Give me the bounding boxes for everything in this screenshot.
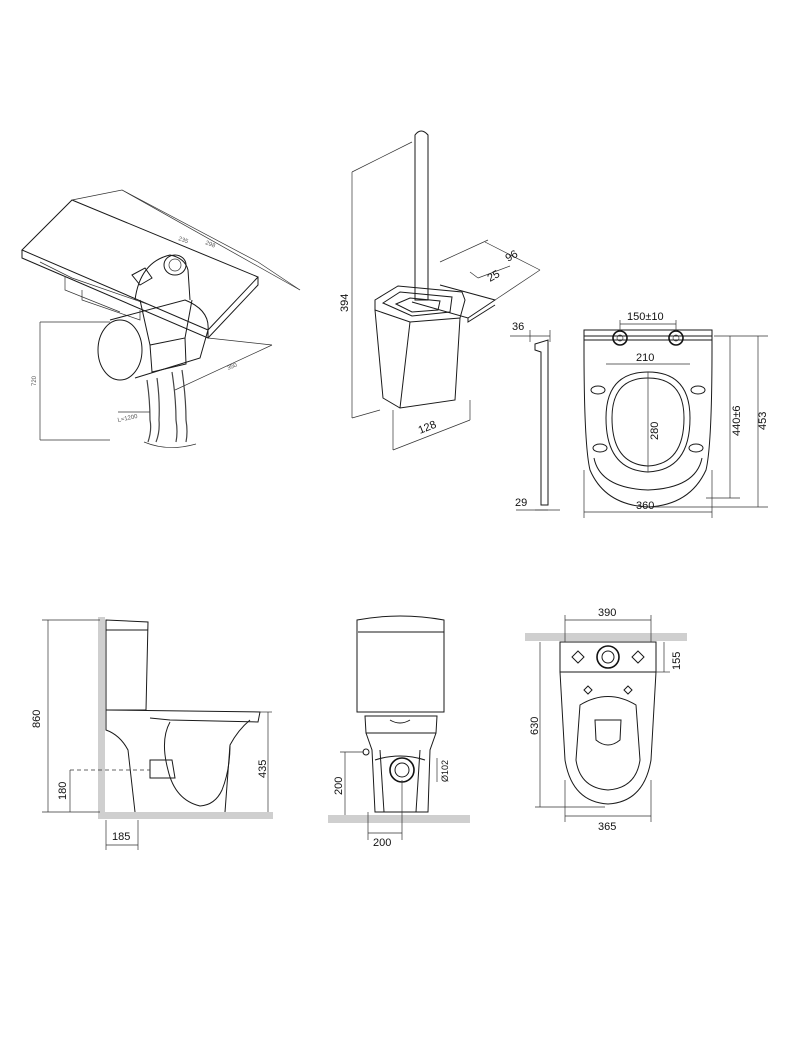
top-dim-390: 390 <box>598 607 616 619</box>
toilet-front-view: 200 Ø102 200 <box>328 615 470 849</box>
seat-drawing: 36 29 150±10 210 280 440±6 453 360 <box>510 311 769 518</box>
shower-unit-drawing: 235 298 720 350 L=1200 <box>21 189 301 448</box>
seat-dim-36: 36 <box>512 321 524 333</box>
shower-dim-298: 298 <box>204 240 216 250</box>
front-dim-200-width: 200 <box>373 837 391 849</box>
brush-dim-96: 96 <box>504 248 521 265</box>
top-dim-155: 155 <box>671 652 683 670</box>
side-dim-435: 435 <box>257 760 269 778</box>
side-dim-185: 185 <box>112 831 130 843</box>
side-dim-180: 180 <box>57 782 69 800</box>
brush-dim-25: 25 <box>486 268 503 285</box>
seat-dim-150: 150±10 <box>627 311 664 323</box>
top-dim-630: 630 <box>529 717 541 735</box>
toilet-top-view: 390 155 630 365 <box>525 607 687 833</box>
seat-dim-453: 453 <box>757 412 769 430</box>
brush-holder-drawing: 394 96 25 128 <box>339 130 541 451</box>
shower-dim-350: 350 <box>227 362 239 372</box>
shower-dim-235: 235 <box>177 236 189 245</box>
seat-dim-440: 440±6 <box>731 405 743 436</box>
toilet-side-view: 860 435 180 185 <box>31 617 273 850</box>
brush-dim-128: 128 <box>417 419 439 437</box>
brush-dim-394: 394 <box>339 294 351 312</box>
shower-hose-length: L=1200 <box>117 414 139 424</box>
front-dim-outlet-diameter: Ø102 <box>440 760 450 782</box>
side-dim-860: 860 <box>31 710 43 728</box>
seat-dim-280: 280 <box>649 422 661 440</box>
shower-dim-720: 720 <box>32 375 38 386</box>
seat-dim-29: 29 <box>515 497 527 509</box>
seat-dim-210: 210 <box>636 352 654 364</box>
top-dim-365: 365 <box>598 821 616 833</box>
front-dim-200-height: 200 <box>333 777 345 795</box>
seat-dim-360: 360 <box>636 500 654 512</box>
